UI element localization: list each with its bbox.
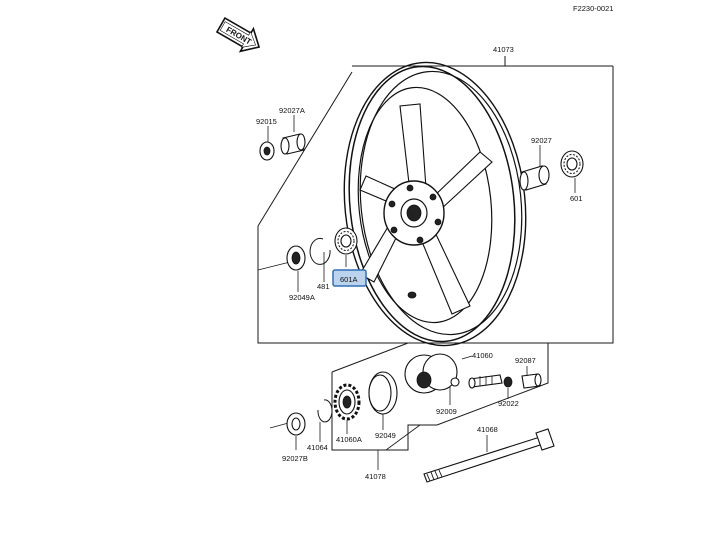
label-92087: 92087 <box>515 356 536 365</box>
circlip-481 <box>309 237 331 265</box>
label-92027: 92027 <box>531 136 552 145</box>
label-92027B: 92027B <box>282 454 308 463</box>
carrier-spindle <box>468 374 503 389</box>
sprocket-carrier-41060 <box>404 353 458 394</box>
sprocket-41060A <box>333 383 361 434</box>
collar-92027B <box>286 412 306 450</box>
label-41068: 41068 <box>477 425 498 434</box>
label-92009: 92009 <box>436 407 457 416</box>
label-601: 601 <box>570 194 583 203</box>
leader-lines-upper <box>267 115 576 292</box>
washer-92022 <box>503 376 513 399</box>
bearing-601A <box>334 227 358 255</box>
label-92049A: 92049A <box>289 293 315 302</box>
bearing-601 <box>560 150 584 178</box>
collar-92027A <box>280 133 306 155</box>
wheel-assembly-frame <box>257 56 614 344</box>
highlight-601A[interactable] <box>332 269 367 287</box>
seal-92049A <box>286 245 306 271</box>
label-481: 481 <box>317 282 330 291</box>
nut-92015 <box>259 141 275 161</box>
axle-41068 <box>423 428 555 483</box>
wheel-rim-41073 <box>343 61 527 347</box>
label-41060A: 41060A <box>336 435 362 444</box>
label-41078: 41078 <box>365 472 386 481</box>
label-41064: 41064 <box>307 443 328 452</box>
seal-92049 <box>368 371 398 430</box>
hub-parts-frame <box>269 342 549 470</box>
label-92027A: 92027A <box>279 106 305 115</box>
label-41060: 41060 <box>472 351 493 360</box>
collar-92027 <box>519 165 550 191</box>
front-arrow-icon: FRONT <box>215 16 261 53</box>
label-92015: 92015 <box>256 117 277 126</box>
label-92049: 92049 <box>375 431 396 440</box>
figure-id: F2230-0021 <box>573 4 613 13</box>
label-601A: 601A <box>340 275 358 284</box>
label-92022: 92022 <box>498 399 519 408</box>
bolt-92009 <box>449 377 460 405</box>
spacer-92087 <box>521 366 542 389</box>
label-41073: 41073 <box>493 45 514 54</box>
circlip-41064 <box>317 399 333 442</box>
